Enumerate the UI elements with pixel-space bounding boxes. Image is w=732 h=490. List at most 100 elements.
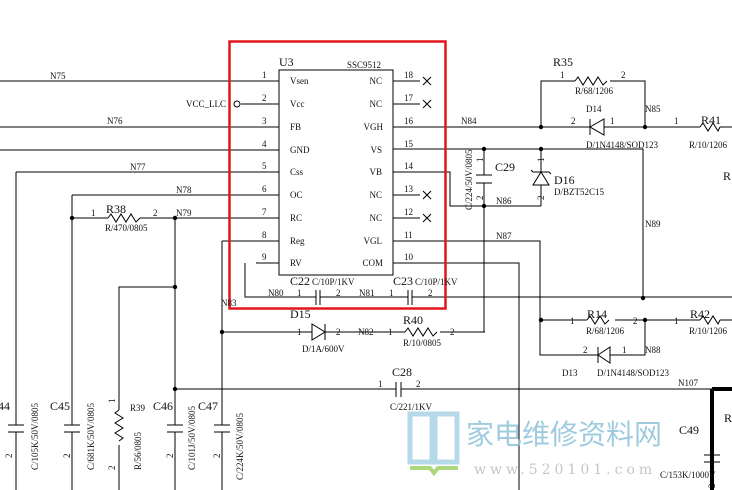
watermark-url: www.520101.com xyxy=(474,462,656,478)
r41-value: R/10/1206 xyxy=(689,140,728,150)
d16-ref: D16 xyxy=(554,173,575,187)
ic-body xyxy=(278,69,394,276)
c46-ref: C46 xyxy=(153,399,173,413)
c22-value: C/10P/1KV xyxy=(312,277,355,287)
r42-ref: R42 xyxy=(690,307,710,321)
net-labels: N75 VCC_LLC N76 N77 N78 N79 N80 N81 N83 … xyxy=(50,71,698,388)
pin-name: VS xyxy=(370,145,382,155)
pin-name: RV xyxy=(290,258,302,268)
pin-name: NC xyxy=(369,213,382,223)
c28-symbol xyxy=(395,382,402,397)
r14-symbol xyxy=(586,315,610,325)
r39-ref: R39 xyxy=(130,403,146,413)
r35-ref: R35 xyxy=(553,55,573,69)
net-label: N85 xyxy=(645,104,661,114)
r39-value: R/56/0805 xyxy=(133,431,143,470)
watermark-title: 家电维修资料网 xyxy=(466,418,662,451)
d14-symbol xyxy=(588,118,605,136)
r38-symbol xyxy=(107,213,141,223)
pin-name: Css xyxy=(290,167,304,177)
d13-symbol xyxy=(597,346,611,364)
pin-num: 15 xyxy=(404,139,414,149)
c49-value: C/153K/1000V xyxy=(660,470,716,480)
r35-symbol xyxy=(574,76,608,86)
pin-num: 1 xyxy=(674,316,679,326)
r14-value: R/68/1206 xyxy=(586,326,625,336)
book-logo-icon xyxy=(407,411,460,477)
pin-num: 2 xyxy=(107,466,117,471)
c45-value: C/681K/50V/0805 xyxy=(86,402,96,470)
nc-marks xyxy=(422,76,432,223)
d15-symbol xyxy=(311,323,326,341)
pin-num: 11 xyxy=(404,230,413,240)
net-label: N87 xyxy=(496,231,512,241)
wires xyxy=(0,80,732,490)
pin-name: Reg xyxy=(290,236,305,246)
r40-symbol xyxy=(404,327,438,337)
r40-value: R/10/0805 xyxy=(403,338,442,348)
pin-num: 2 xyxy=(450,327,455,337)
left-pin-numbers: 1 2 3 4 5 6 7 8 9 xyxy=(262,70,267,262)
watermark: 家电维修资料网 www.520101.com xyxy=(407,411,662,478)
d15-ref: D15 xyxy=(290,307,311,321)
pin-num: 3 xyxy=(262,116,267,126)
pin-num: 13 xyxy=(404,184,414,194)
d16-symbol xyxy=(530,169,552,186)
right-pin-numbers: 18 17 16 15 14 13 12 11 10 xyxy=(404,70,414,262)
pin-name: VB xyxy=(369,167,382,177)
net-label: N79 xyxy=(176,208,192,218)
pin-name: NC xyxy=(369,190,382,200)
pin-num: 2 xyxy=(707,484,717,489)
pin-num: 1 xyxy=(107,399,117,404)
pin-num: 1 xyxy=(378,379,383,389)
pin-num: 4 xyxy=(262,139,267,149)
net-label: N88 xyxy=(645,345,661,355)
r-ref: R xyxy=(723,169,731,183)
pin-name: RC xyxy=(290,213,302,223)
c44-ref: 44 xyxy=(0,399,10,413)
pin-num: 2 xyxy=(336,288,341,298)
pin-num: 2 xyxy=(583,345,588,355)
r-ref: R xyxy=(724,411,732,425)
pin-num: 2 xyxy=(621,70,626,80)
net-label: N84 xyxy=(461,116,477,126)
d14-ref: D14 xyxy=(586,104,602,114)
pin-num: 2 xyxy=(536,196,546,201)
pin-num: 2 xyxy=(4,454,14,459)
pin-num: 7 xyxy=(262,207,267,217)
c28-ref: C28 xyxy=(392,365,412,379)
net-label: N75 xyxy=(50,71,66,81)
pin-name: FB xyxy=(290,122,301,132)
r14-ref: R14 xyxy=(587,307,607,321)
pin-num: 16 xyxy=(404,116,414,126)
highlight-box xyxy=(228,40,447,310)
bottom-caps xyxy=(8,424,720,463)
left-pin-names: Vsen Vcc FB GND Css OC RC Reg RV xyxy=(290,76,310,268)
pin-num: 6 xyxy=(262,184,267,194)
c22-ref: C22 xyxy=(290,274,310,288)
pin-name: NC xyxy=(369,76,382,86)
component-labels: R38 R/470/0805 1 2 C22 C/10P/1KV 1 2 C23… xyxy=(0,55,732,488)
pin-name: OC xyxy=(290,190,303,200)
pin-num: 2 xyxy=(165,454,175,459)
r35-value: R/68/1206 xyxy=(575,86,614,96)
pin-name: Vcc xyxy=(290,99,305,109)
ic-labels: U3 SSC9512 1 2 3 4 5 6 7 8 9 Vsen Vcc FB… xyxy=(262,55,414,268)
pin-num: 1 xyxy=(560,70,565,80)
r38-value: R/470/0805 xyxy=(105,223,148,233)
net-label: N89 xyxy=(645,219,661,229)
pin-num: 2 xyxy=(475,196,485,201)
pin-num: 1 xyxy=(674,116,679,126)
net-label: N82 xyxy=(358,327,374,337)
ic-part: SSC9512 xyxy=(347,60,381,70)
pin-num: 1 xyxy=(297,327,302,337)
junctions xyxy=(69,124,715,435)
c44-value: C/105K/50V/0805 xyxy=(30,402,40,470)
net-label: N77 xyxy=(130,162,146,172)
c29-value: C/224/50V/0805 xyxy=(464,149,474,210)
d15-value: D/1A/600V xyxy=(302,344,345,354)
pin-num: 1 xyxy=(91,208,96,218)
pin-name: COM xyxy=(362,258,383,268)
pin-name: Vsen xyxy=(290,76,309,86)
